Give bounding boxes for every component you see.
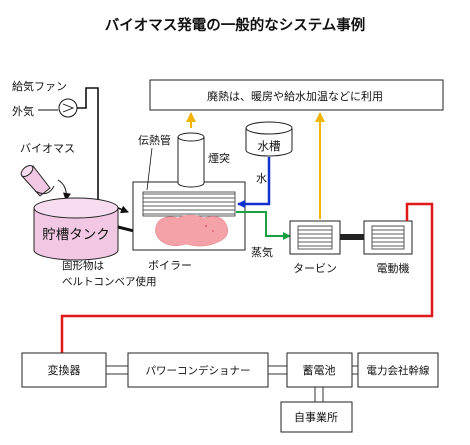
power-conditioner-box	[127, 352, 269, 388]
chimney	[177, 132, 205, 188]
steam-label: 蒸気	[251, 245, 273, 259]
biomass-to-tank-arrow	[57, 179, 71, 201]
power-conditioner-label: パワーコンデショナー	[146, 364, 251, 377]
battery-label: 蓄電池	[303, 364, 336, 377]
turbine-label: タービン	[293, 262, 337, 275]
power-line	[60, 202, 434, 353]
generator-label: 電動機	[377, 261, 410, 275]
fan-blade-icon	[62, 103, 75, 113]
boiler-label: ボイラー	[148, 259, 192, 272]
water-label: 水	[256, 172, 267, 185]
air-duct-line	[77, 87, 129, 214]
biomass-label: バイオマス	[20, 142, 75, 155]
heat-pipe-coil	[142, 191, 236, 217]
waste-heat-label: 廃熱は、暖房や給水加温などに利用	[207, 89, 383, 103]
storage-tank	[33, 197, 119, 261]
storage-tank-label: 貯槽タンク	[42, 227, 110, 243]
diagram-title: バイオマス発電の一般的なシステム事例	[105, 16, 366, 34]
conveyor-label-1: 固形物は	[62, 259, 104, 272]
fan-icon	[58, 98, 78, 118]
water-line	[237, 157, 271, 208]
turbine-shaft	[340, 234, 364, 240]
outside-air-label: 外気	[12, 104, 34, 118]
turbine-blades	[297, 225, 333, 250]
heat-pipe-label: 伝熱管	[138, 133, 171, 147]
self-use-label: 自事業所	[294, 411, 338, 424]
grid-label: 電力会社幹線	[367, 364, 430, 377]
fire-icon	[155, 214, 229, 247]
chimney-label: 煙突	[208, 151, 230, 165]
inverter-box	[21, 352, 107, 388]
battery-box	[286, 352, 353, 388]
heat-pipe-pointer	[146, 147, 153, 191]
steam-line	[236, 211, 291, 240]
waste-heat-box	[149, 79, 444, 111]
self-use-box	[280, 401, 353, 433]
conveyor-label-2: ベルトコンベア使用	[62, 275, 157, 288]
biomass-bucket-icon	[20, 164, 55, 197]
grid-box	[357, 352, 439, 388]
water-tank	[245, 121, 293, 157]
water-tank-label: 水槽	[258, 139, 281, 153]
inverter-label: 変換器	[48, 363, 81, 377]
generator-coil	[371, 225, 405, 250]
fan-label: 給気ファン	[12, 79, 67, 93]
